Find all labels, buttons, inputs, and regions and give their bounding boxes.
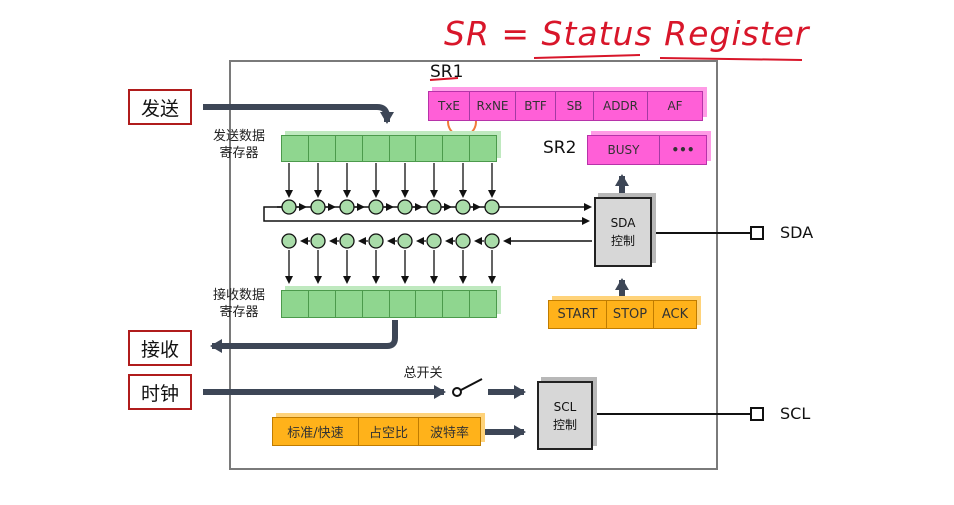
duty-cycle-option: 占空比 [359,418,419,445]
sr1-bit-txe: TxE [429,92,470,120]
speed-mode-option: 标准/快速 [273,418,359,445]
baud-rate-option: 波特率 [429,426,469,441]
sr2-register: BUSY ••• [587,135,707,165]
scl-pin-label: SCL [780,404,811,423]
sda-pin-label: SDA [780,223,814,242]
send-arrow [203,104,394,124]
clock-box: 时钟 [128,374,192,410]
sr1-bit-btf: BTF [516,92,556,120]
sr2-bit-more: ••• [671,143,695,157]
stop-condition: STOP [607,301,654,328]
scl-pin [750,407,764,421]
tx-data-register [281,135,497,162]
condition-bar: START STOP ACK [548,300,697,329]
ack-condition: ACK [661,307,689,322]
start-condition: START [549,301,607,328]
sr1-bit-rxne: RxNE [470,92,516,120]
send-box: 发送 [128,89,192,125]
sr1-register: TxE RxNE BTF SB ADDR AF [428,91,703,121]
sr2-bit-busy: BUSY [588,136,660,164]
handwritten-title: SR = Status Register [444,14,810,53]
tx-buffer-label: 发送数据寄存器 [212,129,265,161]
sr1-bit-addr: ADDR [594,92,648,120]
rx-shift-bits [281,233,500,249]
receive-box: 接收 [128,330,192,366]
sr1-bit-sb: SB [556,92,594,120]
sr1-bit-af: AF [667,99,683,113]
rx-buffer-label: 接收数据寄存器 [212,288,265,320]
rx-data-register [281,290,497,318]
i2c-peripheral-frame [229,60,718,470]
sr2-label: SR2 [543,138,577,158]
sr1-label: SR1 [430,62,464,82]
master-switch-label: 总开关 [403,366,443,381]
tx-shift-bits [281,199,500,215]
receive-arrow [210,320,398,353]
txe-annotation [429,77,459,81]
clock-options-bar: 标准/快速 占空比 波特率 [272,417,481,446]
sda-pin [750,226,764,240]
